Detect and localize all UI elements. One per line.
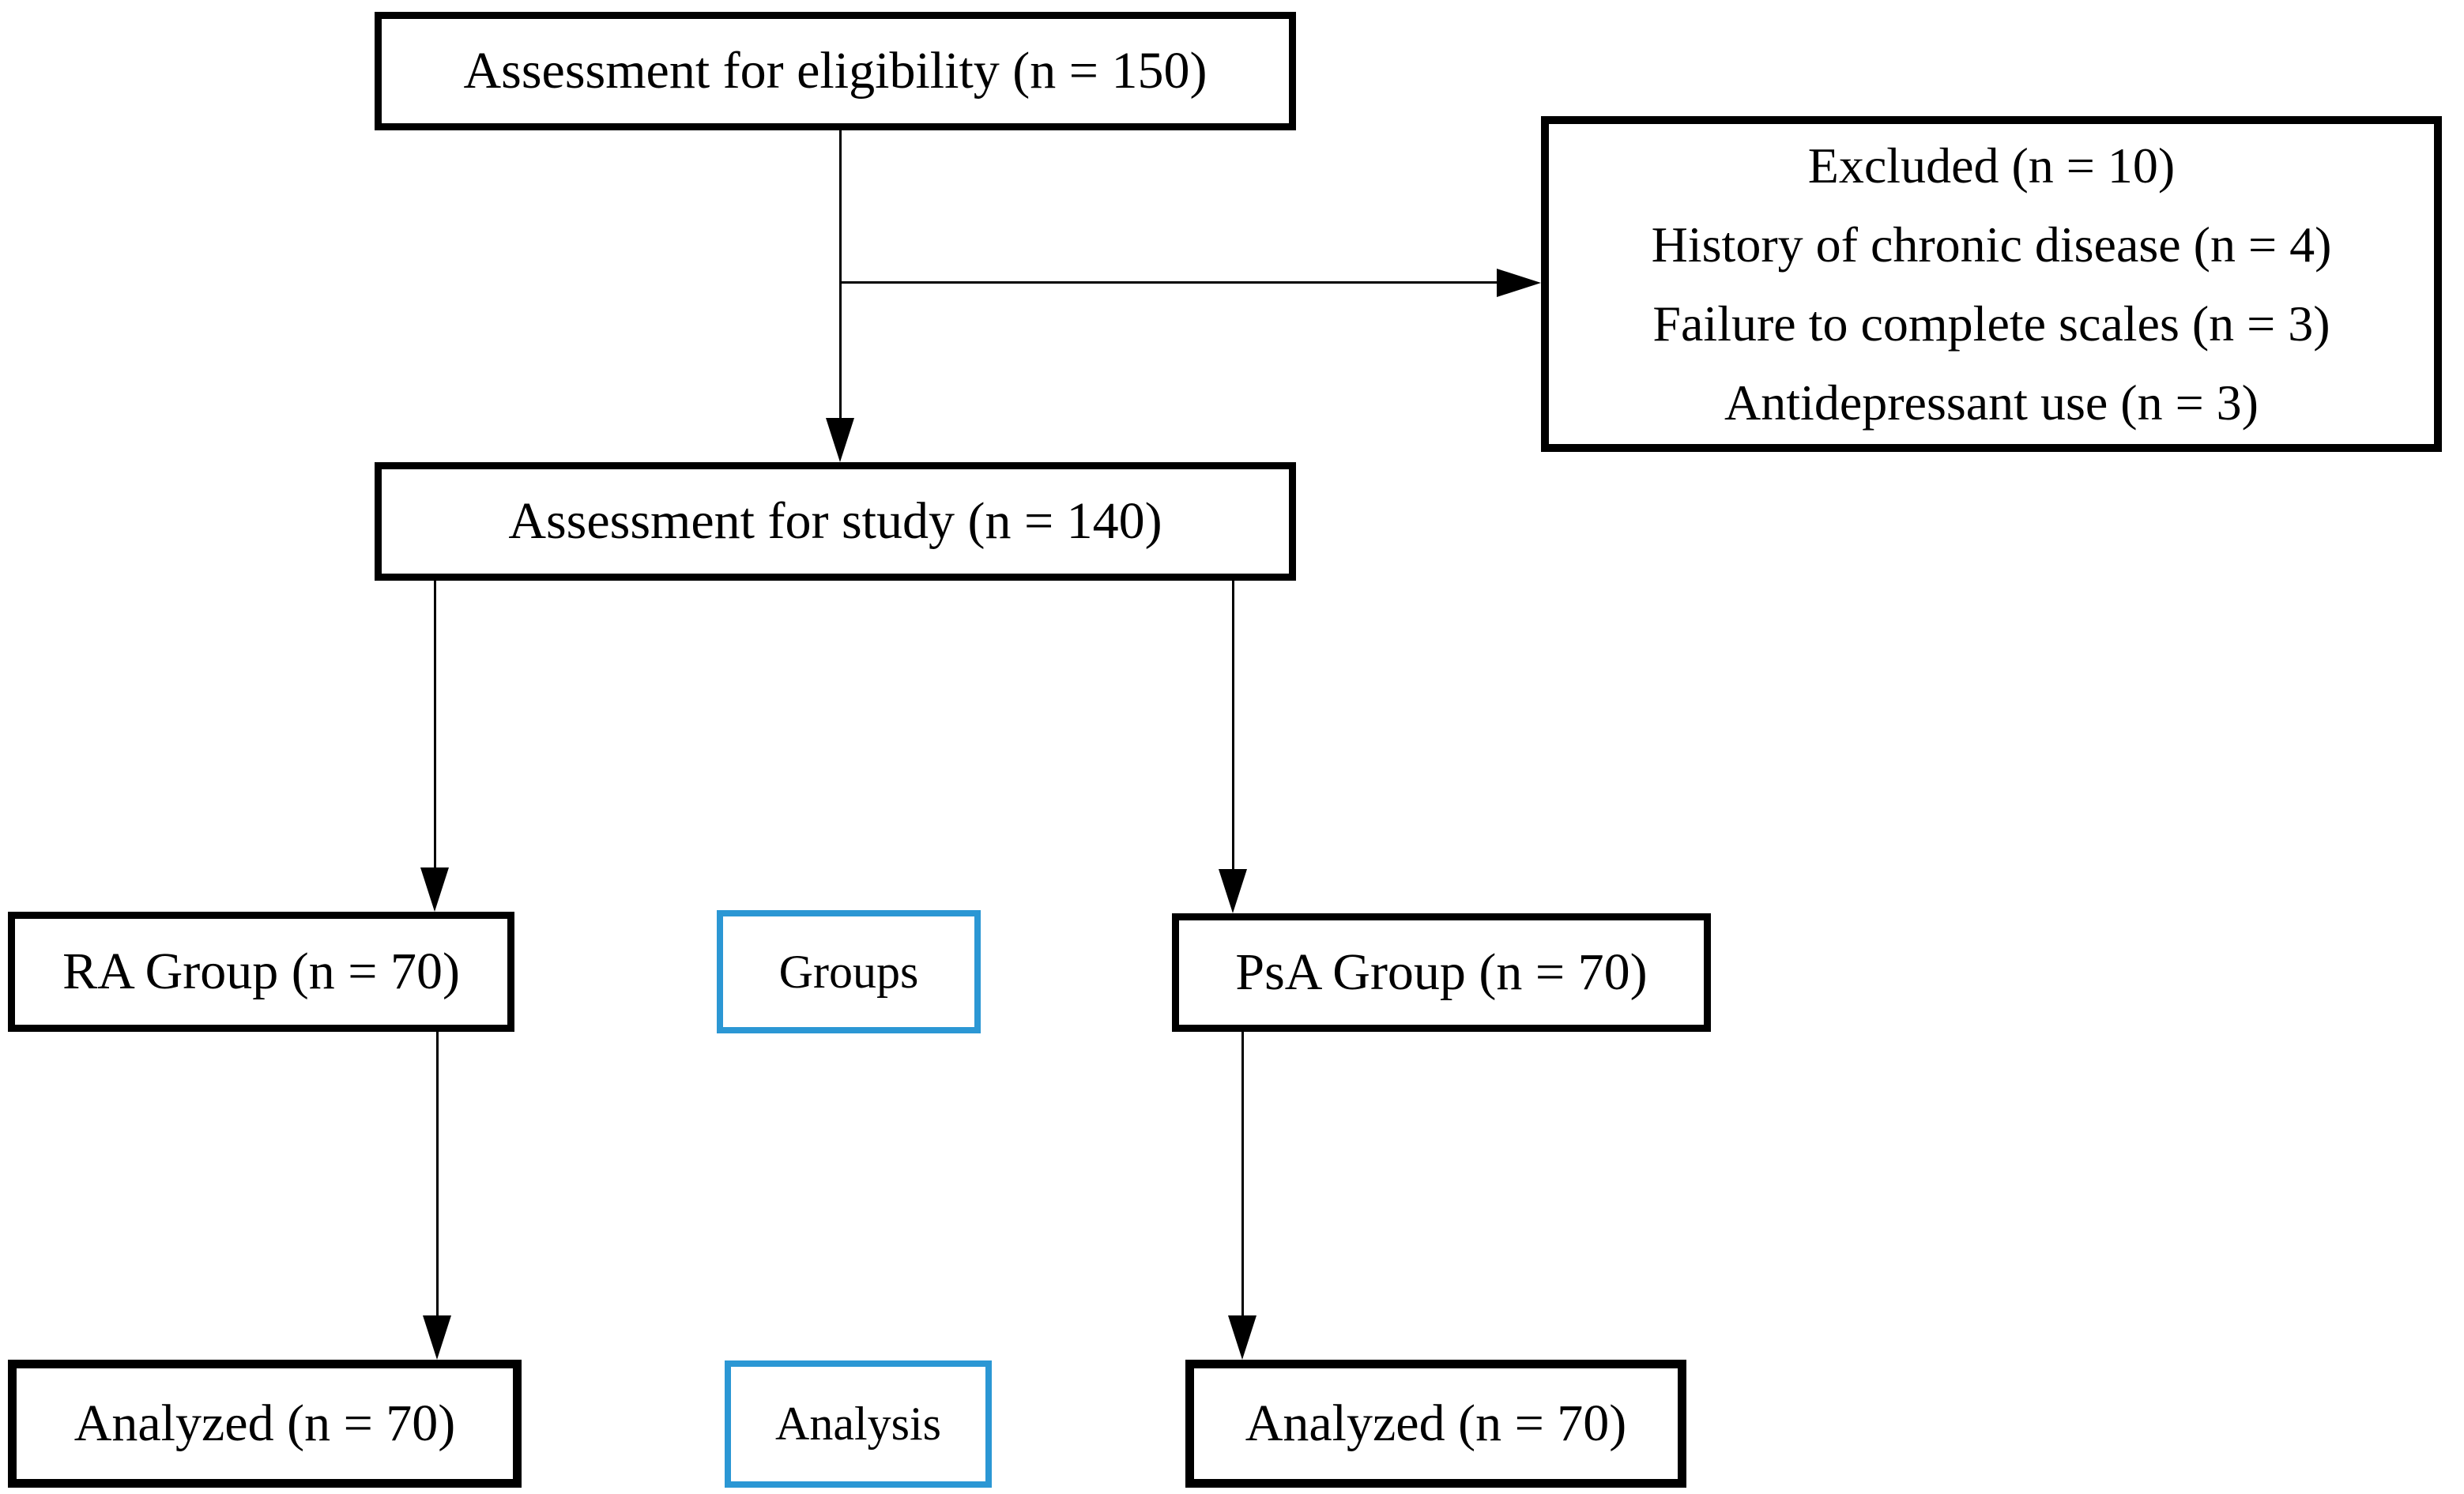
psa-group-box: PsA Group (n = 70) xyxy=(1172,913,1711,1032)
line-eligibility-to-study xyxy=(839,130,842,421)
excluded-line-3: Failure to complete scales (n = 3) xyxy=(1652,295,2330,352)
ra-group-label: RA Group (n = 70) xyxy=(62,943,460,1001)
eligibility-label: Assessment for eligibility (n = 150) xyxy=(463,42,1208,100)
analyzed-left-label: Analyzed (n = 70) xyxy=(73,1394,456,1453)
excluded-line-4: Antidepressant use (n = 3) xyxy=(1724,374,2259,431)
excluded-line-1: Excluded (n = 10) xyxy=(1807,137,2176,194)
line-ra-to-analyzed xyxy=(436,1032,439,1319)
arrowhead-into-study xyxy=(826,418,854,462)
excluded-box: Excluded (n = 10) History of chronic dis… xyxy=(1541,116,2442,452)
arrowhead-into-excluded xyxy=(1497,269,1541,297)
excluded-line-2: History of chronic disease (n = 4) xyxy=(1651,216,2332,273)
line-study-to-psa-group xyxy=(1232,581,1234,873)
line-psa-to-analyzed xyxy=(1241,1032,1244,1319)
analyzed-right-box: Analyzed (n = 70) xyxy=(1185,1360,1686,1488)
arrowhead-into-psa-group xyxy=(1219,869,1247,913)
analyzed-right-label: Analyzed (n = 70) xyxy=(1245,1394,1627,1453)
line-to-excluded xyxy=(839,281,1500,284)
psa-group-label: PsA Group (n = 70) xyxy=(1235,943,1648,1002)
arrowhead-into-analyzed-right xyxy=(1228,1315,1256,1360)
groups-stage-label: Groups xyxy=(778,945,919,998)
study-label: Assessment for study (n = 140) xyxy=(508,492,1162,551)
analysis-stage-label: Analysis xyxy=(775,1398,941,1450)
study-box: Assessment for study (n = 140) xyxy=(375,462,1296,581)
arrowhead-into-ra-group xyxy=(420,867,449,912)
arrowhead-into-analyzed-left xyxy=(423,1315,451,1360)
analyzed-left-box: Analyzed (n = 70) xyxy=(8,1360,522,1488)
analysis-stage-box: Analysis xyxy=(725,1360,992,1488)
ra-group-box: RA Group (n = 70) xyxy=(8,912,514,1032)
groups-stage-box: Groups xyxy=(717,910,981,1033)
line-study-to-ra-group xyxy=(434,581,436,871)
eligibility-box: Assessment for eligibility (n = 150) xyxy=(375,12,1296,130)
